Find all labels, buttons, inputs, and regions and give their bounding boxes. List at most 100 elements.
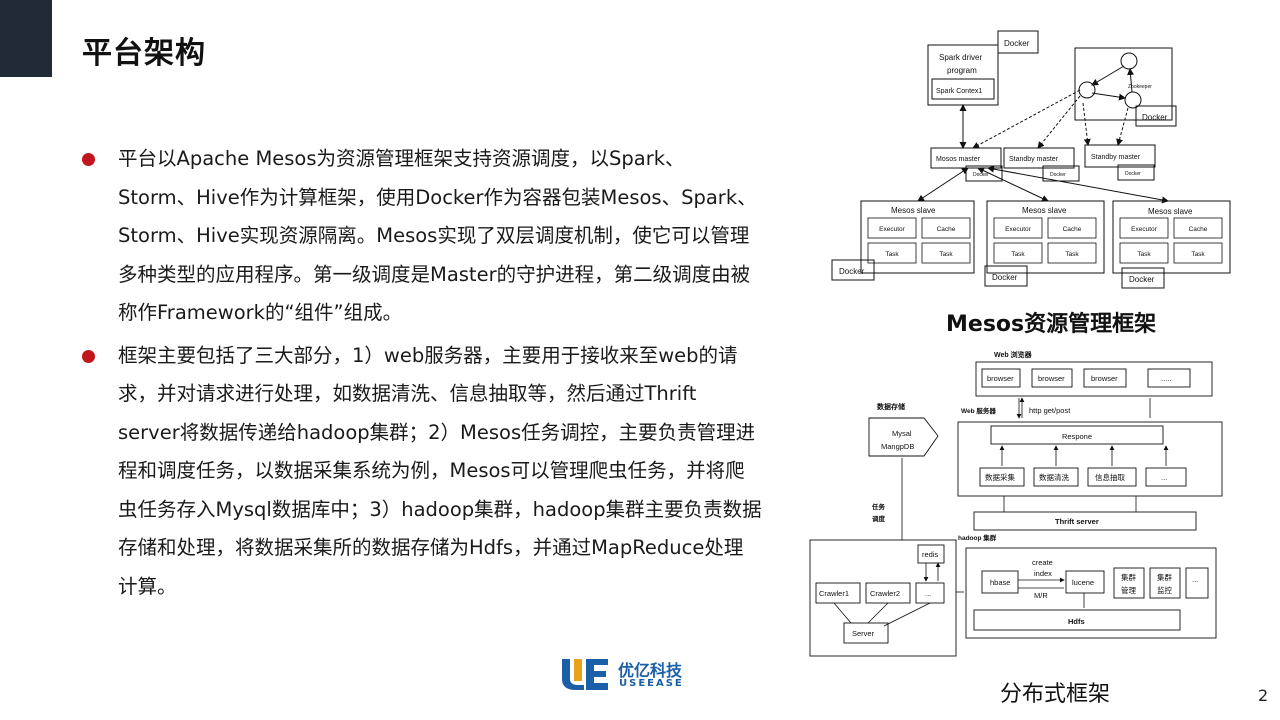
docker-label: Docker bbox=[839, 267, 865, 276]
crawler1-box bbox=[815, 582, 861, 604]
thrift-server-bar bbox=[973, 511, 1197, 531]
page-title: 平台架构 bbox=[82, 36, 206, 71]
hadoop-cluster-label: hadoop 集群 bbox=[958, 533, 997, 542]
executor-box bbox=[1119, 217, 1169, 239]
docker-label: Docker bbox=[1050, 172, 1066, 178]
info-extract-label: 信息抽取 bbox=[1095, 472, 1125, 482]
mr-label: M/R bbox=[1034, 591, 1048, 600]
crawler1-label: Crawler1 bbox=[819, 589, 849, 598]
hdfs-bar bbox=[973, 609, 1181, 631]
logo-sub: USEEASE bbox=[619, 678, 684, 689]
mesos-slave-label: Mesos slave bbox=[1148, 207, 1193, 216]
bullet-dot-icon bbox=[82, 349, 95, 363]
task-box bbox=[921, 242, 971, 264]
bullet-text: 平台以Apache Mesos为资源管理框架支持资源调度，以Spark、Stor… bbox=[118, 147, 757, 324]
data-collect-label: 数据采集 bbox=[985, 472, 1015, 482]
browser-label: browser bbox=[1038, 374, 1065, 383]
docker-box bbox=[997, 30, 1039, 54]
mesos-slave-label: Mesos slave bbox=[891, 206, 936, 215]
cluster-manage-label: 管理 bbox=[1121, 585, 1137, 595]
mesos-slave-box bbox=[1112, 200, 1231, 274]
cache-box bbox=[1173, 217, 1223, 239]
docker-box bbox=[831, 259, 875, 281]
crawler2-label: Crawler2 bbox=[870, 589, 900, 598]
docker-label: Docker bbox=[973, 172, 989, 178]
lucene-box bbox=[1065, 570, 1105, 594]
task-schedule-panel bbox=[809, 539, 957, 657]
spark-context-box bbox=[931, 78, 995, 100]
data-storage-label: 数据存储 bbox=[877, 402, 905, 411]
task-box bbox=[867, 242, 917, 264]
executor-label: Executor bbox=[1005, 226, 1031, 233]
hbase-box bbox=[981, 570, 1019, 594]
docker-box bbox=[1135, 105, 1177, 127]
executor-box bbox=[993, 217, 1043, 239]
thrift-label: Thrift server bbox=[1055, 517, 1099, 526]
redis-label: redis bbox=[922, 550, 939, 559]
task-label: Task bbox=[1191, 251, 1205, 258]
logo-name: 优亿科技 bbox=[618, 661, 683, 680]
spark-driver-label: program bbox=[947, 66, 977, 75]
cache-label: Cache bbox=[937, 226, 956, 233]
corner-block bbox=[0, 0, 52, 77]
executor-box bbox=[867, 217, 917, 239]
dots-label: ... bbox=[1192, 575, 1198, 584]
mesos-master-label: Mosos master bbox=[936, 156, 981, 163]
web-browser-panel bbox=[975, 361, 1213, 397]
data-collect-box bbox=[979, 467, 1025, 487]
distributed-framework-diagram: Web 浏览器 browser browser browser ..... 数据… bbox=[809, 350, 1223, 657]
data-clean-box bbox=[1033, 467, 1079, 487]
browser-box bbox=[981, 368, 1021, 388]
info-extract-box bbox=[1087, 467, 1137, 487]
docker-box bbox=[984, 265, 1028, 287]
redis-box bbox=[917, 544, 945, 564]
response-label: Respone bbox=[1062, 432, 1092, 441]
executor-label: Executor bbox=[879, 226, 905, 233]
bullet-text: 框架主要包括了三大部分，1）web服务器，主要用于接收来至web的请求，并对请求… bbox=[118, 343, 762, 598]
cache-box bbox=[921, 217, 971, 239]
cluster-monitor-label: 监控 bbox=[1157, 585, 1173, 595]
task-label: Task bbox=[1011, 251, 1025, 258]
zookeeper-box bbox=[1074, 47, 1173, 121]
task-box bbox=[1119, 242, 1169, 264]
http-label: http get/post bbox=[1029, 406, 1071, 415]
schedule-label: 调度 bbox=[872, 514, 886, 523]
cache-box bbox=[1047, 217, 1097, 239]
ellipsis-label: ..... bbox=[1161, 374, 1171, 383]
data-storage-shape bbox=[868, 417, 939, 457]
browser-label: browser bbox=[1091, 374, 1118, 383]
executor-label: Executor bbox=[1131, 226, 1157, 233]
zookeeper-node bbox=[1124, 91, 1142, 109]
cache-label: Cache bbox=[1189, 226, 1208, 233]
task-label: Task bbox=[1137, 251, 1151, 258]
hadoop-panel bbox=[965, 547, 1217, 639]
web-server-label: Web 服务器 bbox=[961, 406, 996, 415]
browser-box bbox=[1083, 368, 1127, 388]
task-label: 任务 bbox=[871, 502, 886, 511]
bullet-dot-icon bbox=[82, 153, 95, 166]
index-label: index bbox=[1034, 569, 1052, 578]
spark-driver-label: Spark driver bbox=[939, 53, 982, 62]
docker-box bbox=[1121, 267, 1165, 289]
docker-label: Docker bbox=[1129, 275, 1155, 284]
docker-label: Docker bbox=[1004, 39, 1030, 48]
task-label: Task bbox=[939, 251, 953, 258]
data-clean-label: 数据清洗 bbox=[1039, 472, 1069, 482]
mongodb-label: MangpDB bbox=[881, 442, 914, 451]
standby-master-label: Standby master bbox=[1091, 154, 1141, 161]
task-box bbox=[1047, 242, 1097, 264]
browser-label: browser bbox=[987, 374, 1014, 383]
browser-box bbox=[1147, 368, 1191, 388]
task-label: Task bbox=[1065, 251, 1079, 258]
bullet-item: 框架主要包括了三大部分，1）web服务器，主要用于接收来至web的请求，并对请求… bbox=[82, 337, 762, 607]
docker-label: Docker bbox=[1142, 113, 1168, 122]
useease-logo bbox=[562, 659, 608, 690]
task-box bbox=[993, 242, 1043, 264]
web-server-panel bbox=[957, 421, 1223, 497]
cluster-monitor-label: 集群 bbox=[1157, 572, 1173, 582]
hbase-label: hbase bbox=[990, 578, 1010, 587]
response-bar bbox=[990, 425, 1164, 445]
cluster-monitor-box bbox=[1149, 567, 1181, 599]
bullet-list: 平台以Apache Mesos为资源管理框架支持资源调度，以Spark、Stor… bbox=[82, 140, 762, 610]
